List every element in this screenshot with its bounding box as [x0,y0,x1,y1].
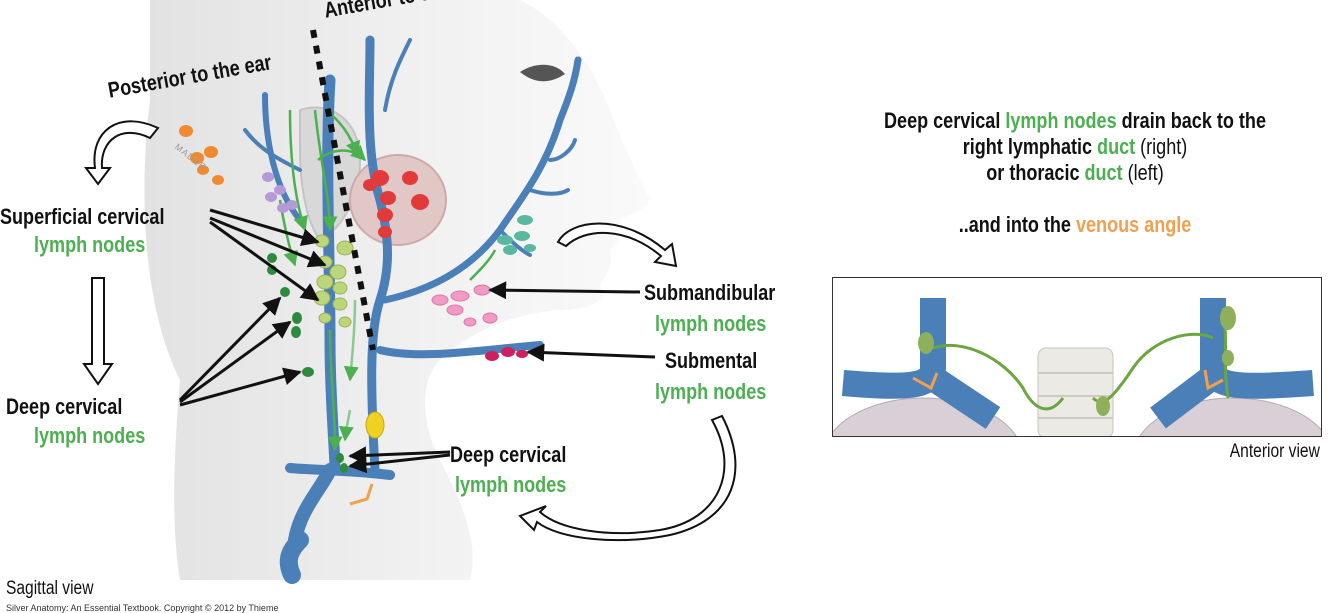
deep-cervical-bottom-label-2: lymph nodes [455,472,567,497]
submandibular-label-1: Submandibular [644,280,776,305]
inset-venous-angle-right [912,372,939,391]
ear-divider-line [310,29,376,351]
eye [520,64,565,82]
info-line-1: Deep cervical lymph nodes drain back to … [884,108,1266,133]
buccal-nodes [497,215,536,255]
submandibular-curved-arrow [556,222,678,268]
anterior-view-inset [832,277,1322,437]
sagittal-caption: Sagittal view [6,578,94,599]
downward-hollow-arrow [82,277,114,386]
submental-label-2: lymph nodes [655,379,767,404]
mastoid-nodes [262,172,298,213]
superficial-cervical-label-1: Superficial cervical [0,204,165,229]
info-line-3: or thoracic duct (left) [986,160,1164,185]
deep-cervical-left-label-2: lymph nodes [34,423,146,448]
anterior-view-illustration [833,298,1321,436]
credit-text: Silver Anatomy: An Essential Textbook. C… [6,603,279,613]
inset-caption: Anterior view [1229,441,1320,462]
submandibular-label-2: lymph nodes [655,311,767,336]
deep-cervical-bottom-label-1: Deep cervical [450,442,567,467]
submental-curved-arrow [518,414,737,542]
info-line-4: ..and into the venous angle [958,212,1192,237]
submental-label-1: Submental [665,348,758,373]
deep-cervical-left-label-1: Deep cervical [6,394,123,419]
occipital-curved-arrow [84,120,160,186]
superficial-cervical-label-2: lymph nodes [34,232,146,257]
lymph-vessels [278,108,497,452]
thyroid-node [365,411,385,439]
curved-flow-arrows [82,120,737,542]
submandibular-nodes [431,284,498,327]
submental-nodes [485,347,528,361]
info-block: Deep cervical lymph nodes drain back to … [835,108,1315,238]
inset-venous-angle-left [1203,369,1224,391]
info-line-2: right lymphatic duct (right) [962,134,1188,159]
deep-cervical-nodes [267,253,348,473]
pointer-arrows [178,208,656,474]
occipital-nodes [179,125,224,185]
venous-angle-marker [349,483,374,506]
parotid-nodes [363,170,429,238]
